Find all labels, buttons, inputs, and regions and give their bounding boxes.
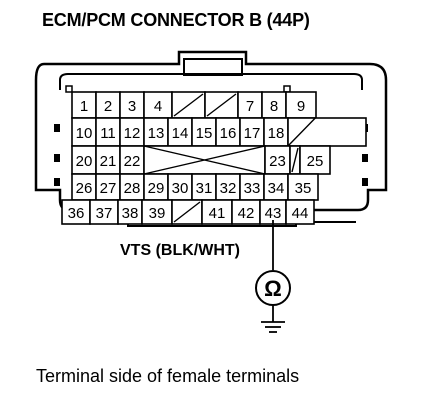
terminal-number: 30 — [172, 180, 189, 197]
terminal-cell — [117, 199, 143, 225]
terminal-number: 39 — [149, 205, 166, 222]
terminal-number: 27 — [100, 180, 117, 197]
terminal-number: 22 — [124, 153, 141, 170]
terminal-number: 36 — [68, 205, 85, 222]
connector-inner-frame — [59, 73, 363, 90]
terminal-cell — [71, 91, 97, 119]
terminal-number: 41 — [209, 205, 226, 222]
terminal-number: 15 — [196, 125, 213, 142]
terminal-number: 16 — [220, 125, 237, 142]
terminal-cell — [71, 145, 97, 175]
terminal-number: 43 — [265, 205, 282, 222]
terminal-number: 2 — [104, 98, 112, 115]
diagram-title: ECM/PCM CONNECTOR B (44P) — [42, 10, 310, 30]
terminal-number: 9 — [297, 98, 305, 115]
terminal-number: 42 — [238, 205, 255, 222]
terminal-number: 38 — [122, 205, 139, 222]
blank-terminal-mark — [173, 93, 204, 117]
blank-terminal-mark — [206, 93, 237, 117]
terminal-number: 18 — [268, 125, 285, 142]
connector-latch-right-3 — [362, 178, 368, 186]
terminal-number: 26 — [76, 180, 93, 197]
terminal-number: 29 — [148, 180, 165, 197]
connector-latch-right-2 — [362, 154, 368, 162]
ohm-symbol: Ω — [264, 276, 282, 301]
terminal-number: 25 — [307, 153, 324, 170]
terminal-number: 44 — [292, 205, 309, 222]
terminal-cell — [299, 145, 331, 175]
terminal-number: 13 — [148, 125, 165, 142]
blank-terminal-mark — [173, 201, 201, 223]
terminal-cell — [231, 199, 261, 225]
terminal-number: 32 — [220, 180, 237, 197]
terminal-number: 3 — [128, 98, 136, 115]
test-probe: Ω — [255, 220, 291, 333]
terminal-number: 21 — [100, 153, 117, 170]
terminal-cell — [61, 199, 91, 225]
terminal-cell — [239, 117, 265, 147]
terminal-number: 8 — [270, 98, 278, 115]
figure-caption: Terminal side of female terminals — [36, 366, 300, 386]
terminal-cell — [119, 117, 145, 147]
terminal-number: 33 — [244, 180, 261, 197]
terminal-number: 1 — [80, 98, 88, 115]
terminal-cell — [287, 117, 367, 147]
terminal-cell — [167, 117, 193, 147]
connector-lock-tab — [183, 58, 243, 76]
terminal-number: 37 — [96, 205, 113, 222]
terminal-number: 17 — [244, 125, 261, 142]
connector-latch-left-2 — [54, 154, 60, 162]
connector-latch-left-3 — [54, 178, 60, 186]
connector-outer-housing — [34, 50, 388, 212]
blank-terminal-mark — [291, 147, 299, 173]
terminal-cell — [143, 117, 169, 147]
terminal-number: 4 — [154, 98, 162, 115]
terminal-number: 28 — [124, 180, 141, 197]
connector-latch-left-1 — [54, 124, 60, 132]
terminal-cell — [287, 173, 319, 201]
terminal-cell — [285, 199, 315, 225]
terminal-number: 7 — [246, 98, 254, 115]
blank-terminal-mark — [143, 145, 266, 175]
terminal-cell — [261, 91, 287, 119]
blank-terminal-mark — [287, 117, 316, 147]
terminal-number: 12 — [124, 125, 141, 142]
connector-key-bump-right — [283, 85, 291, 93]
terminal-number: 35 — [295, 180, 312, 197]
terminal-number: 20 — [76, 153, 93, 170]
terminal-number: 23 — [269, 153, 286, 170]
terminal-number: 14 — [172, 125, 189, 142]
terminal-cell — [71, 117, 97, 147]
terminal-number: 31 — [196, 180, 213, 197]
connector-key-bump-left — [65, 85, 73, 93]
terminal-number: 10 — [76, 125, 93, 142]
terminal-number: 11 — [100, 125, 116, 142]
terminal-number: 34 — [268, 180, 285, 197]
wire-label: VTS (BLK/WHT) — [120, 242, 240, 259]
terminal-cell — [201, 199, 233, 225]
